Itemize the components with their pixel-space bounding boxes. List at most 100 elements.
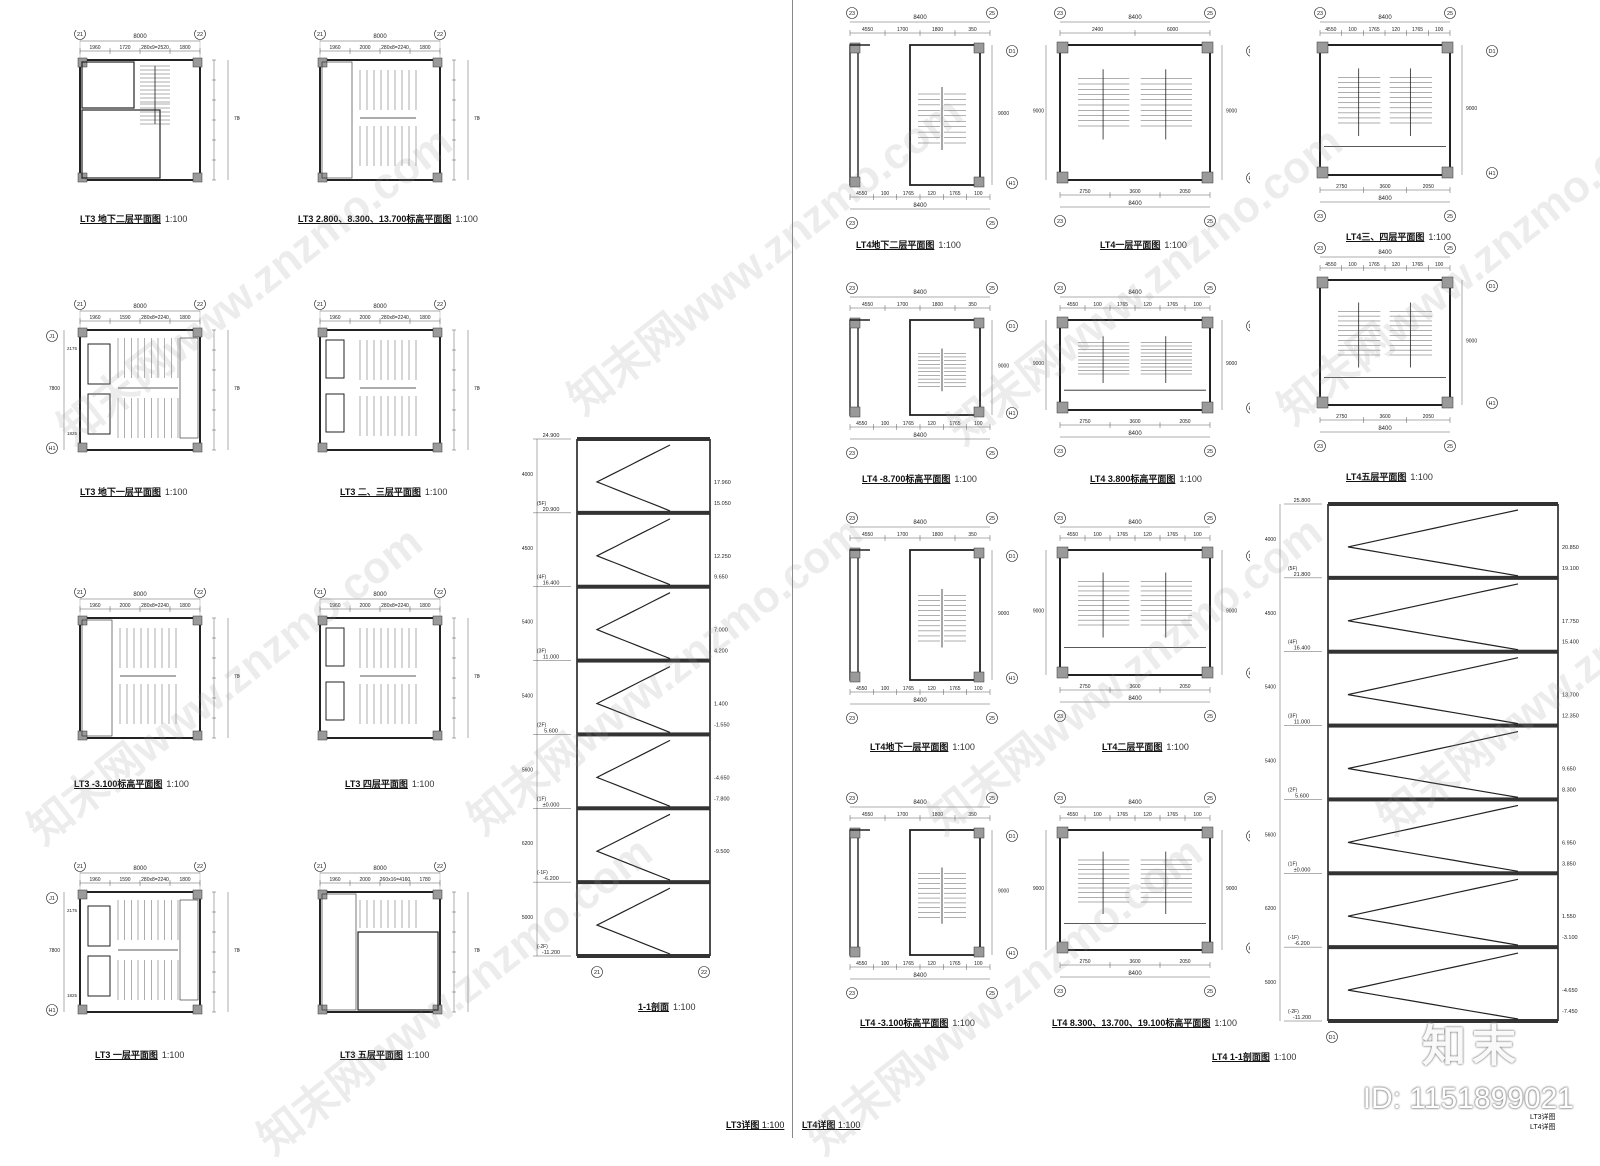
brand-id: ID: 1151899021 [1362, 1082, 1574, 1115]
room [87, 955, 111, 997]
grid-bubble [1486, 280, 1498, 292]
grid-label: 25 [1447, 246, 1453, 252]
dim-text: 1765 [1167, 302, 1178, 308]
dim-text: 1960 [329, 877, 340, 883]
grid-bubble [314, 862, 326, 872]
dim-total: 8400 [1378, 426, 1392, 432]
floor-tag: (4F) [1288, 640, 1298, 646]
dim-text: 2400 [1092, 27, 1103, 33]
grid-bubble [1486, 45, 1498, 57]
wall-outline [1319, 279, 1451, 406]
grid-bubble [1246, 667, 1250, 679]
dim-total: 8400 [1128, 696, 1142, 702]
grid-label: 22 [701, 970, 707, 976]
column [317, 442, 328, 453]
dim-total: 8400 [913, 973, 927, 979]
floor-slab [1328, 945, 1558, 950]
grid-bubble [46, 1004, 58, 1016]
column [432, 172, 443, 183]
dim-text: 7800 [234, 948, 240, 954]
grid-label: 25 [989, 11, 995, 17]
grid-label: 23 [849, 11, 855, 17]
grid-label: H1 [48, 1008, 55, 1014]
dim-total: 8000 [133, 34, 147, 40]
grid-bubble [1204, 792, 1216, 804]
dim-text: 9000 [1226, 361, 1237, 367]
column [317, 57, 328, 68]
column [192, 57, 203, 68]
dim-text: 3600 [1129, 419, 1140, 425]
dim-text: 5000 [1265, 980, 1276, 986]
grid-bubble [74, 862, 86, 872]
room [325, 681, 345, 721]
level-text: 5.600 [544, 728, 558, 734]
grid-bubble [846, 447, 858, 459]
dim-text: 2050 [1179, 959, 1190, 965]
dim-text: 1765 [903, 686, 914, 692]
dim-text: 1800 [179, 877, 190, 883]
column [192, 730, 203, 741]
grid-bubble [1204, 512, 1216, 524]
dim-text: 1825 [67, 431, 78, 436]
stair-flight [1347, 583, 1519, 651]
wall-outline [79, 617, 201, 739]
grid-label: D1 [1008, 324, 1015, 330]
column [192, 442, 203, 453]
grid-label: 23 [849, 221, 855, 227]
dim-text: 1960 [89, 877, 100, 883]
column [1316, 276, 1329, 289]
column [192, 1004, 203, 1015]
dim-text: 280x8=2240 [141, 603, 169, 609]
grid-label: D1 [1488, 284, 1495, 290]
dim-text: 120 [1392, 262, 1401, 268]
dim-text: 120 [1143, 532, 1152, 538]
dim-text: 5400 [522, 620, 533, 626]
column [432, 889, 443, 900]
dim-text: 4550 [1067, 532, 1078, 538]
grid-bubble [1204, 710, 1216, 722]
room [87, 393, 111, 435]
landing-level: -1.550 [714, 722, 730, 728]
floor-tag: (3F) [537, 649, 547, 655]
floor-slab [1328, 502, 1558, 506]
grid-bubble [1444, 7, 1456, 19]
dim-text: 120 [1392, 27, 1401, 33]
dim-text: 2050 [1179, 419, 1190, 425]
grid-bubble [1314, 210, 1326, 222]
column [1316, 396, 1329, 409]
column [849, 317, 861, 329]
grid-label: D1 [1248, 554, 1250, 560]
dim-text: 1800 [419, 45, 430, 51]
grid-label: 25 [989, 221, 995, 227]
landing-level: 9.650 [714, 575, 728, 581]
landing-level: 1.550 [1562, 914, 1576, 920]
landing-level: 6.950 [1562, 840, 1576, 846]
grid-label: 23 [849, 451, 855, 457]
level-text: -6.200 [543, 876, 559, 882]
dim-text: 280x8=2240 [381, 315, 409, 321]
dim-text: 1800 [932, 812, 943, 818]
dim-text: 1765 [949, 191, 960, 197]
dim-text: 1765 [903, 961, 914, 967]
landing-level: 3.850 [1562, 861, 1576, 867]
column [317, 730, 328, 741]
grid-label: 21 [77, 590, 83, 596]
grid-bubble [986, 512, 998, 524]
column [973, 317, 985, 329]
grid-label: H1 [1008, 411, 1015, 417]
landing-level: -9.500 [714, 849, 730, 855]
grid-label: 22 [197, 32, 203, 38]
dim-text: 4000 [522, 472, 533, 478]
dim-text: 5400 [522, 694, 533, 700]
dim-text: 1765 [1117, 812, 1128, 818]
grid-label: 23 [1317, 246, 1323, 252]
landing-level: -7.450 [1562, 1009, 1578, 1015]
grid-bubble [1314, 7, 1326, 19]
dim-total: 8400 [1128, 290, 1142, 296]
room [325, 627, 345, 667]
grid-label: D1 [1488, 49, 1495, 55]
dim-text: 4550 [856, 961, 867, 967]
stair-core [909, 829, 981, 956]
